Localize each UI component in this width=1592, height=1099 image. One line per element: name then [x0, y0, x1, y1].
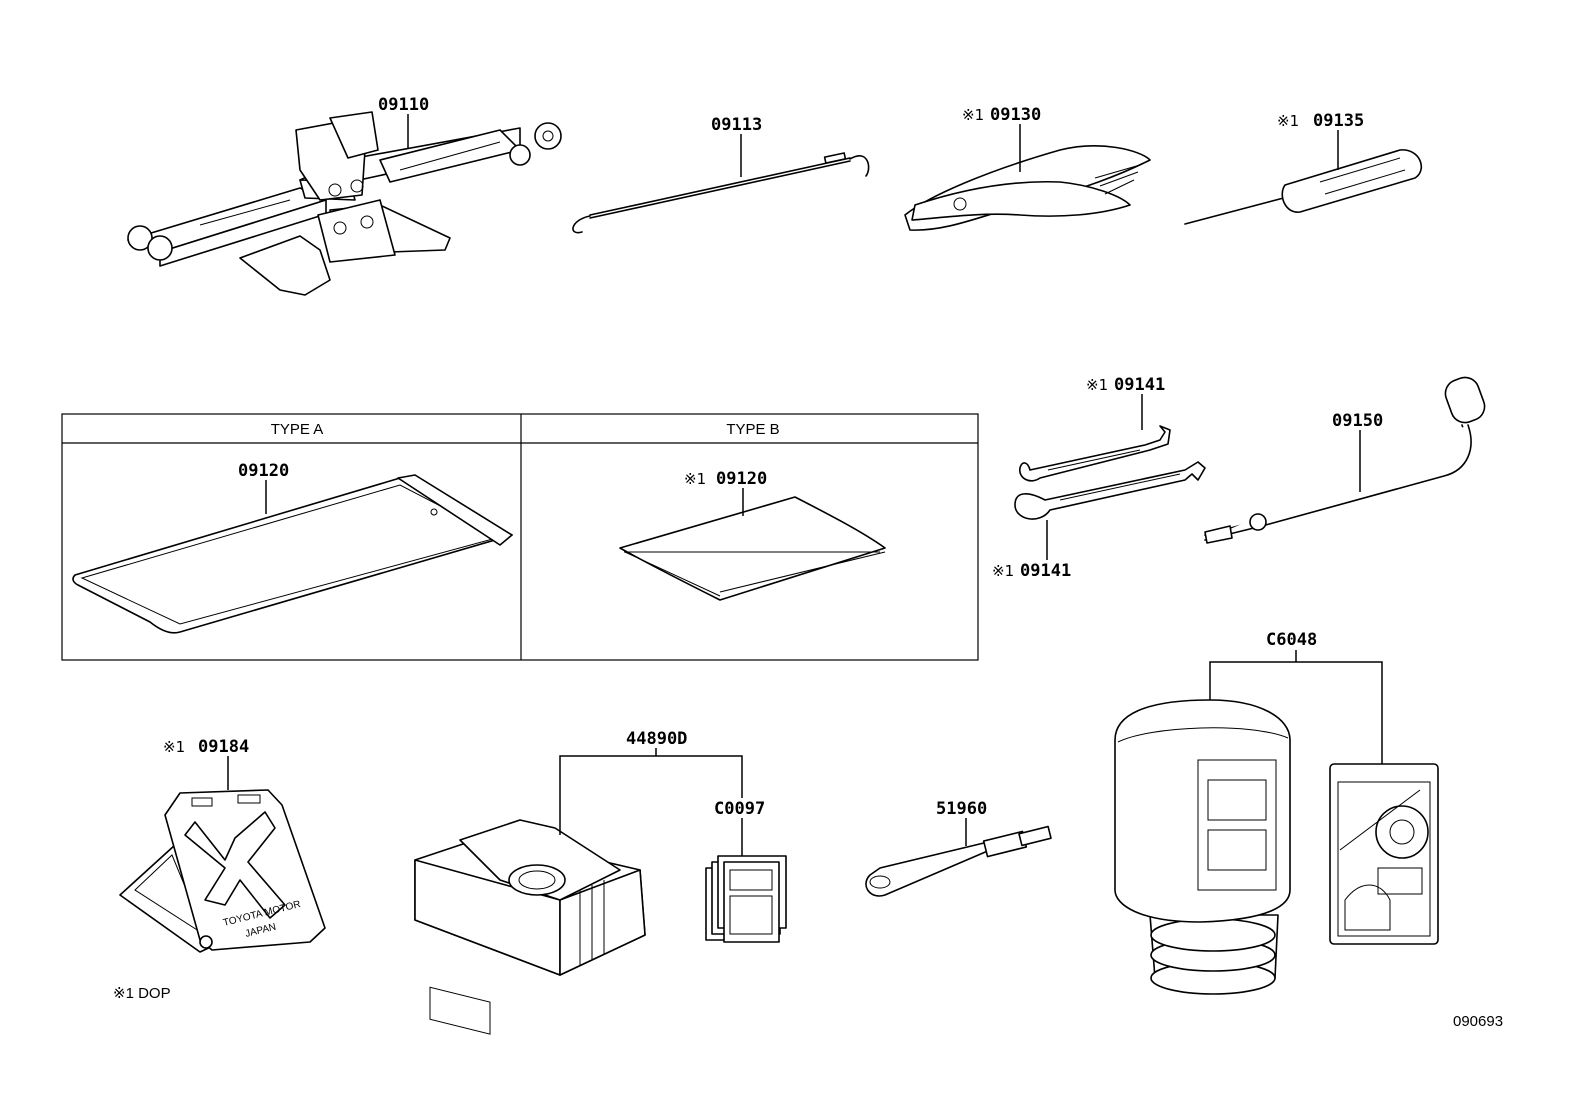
tool-bag-b-illustration: [619, 496, 886, 601]
pliers-illustration: [904, 145, 1151, 231]
screwdriver-illustration: [1184, 149, 1423, 225]
compressor-illustration: [414, 819, 646, 1035]
warning-plate-illustration: TOYOTA MOTOR JAPAN: [119, 789, 326, 953]
label-warning-plate: 09184: [198, 737, 249, 757]
label-screwdriver: 09135: [1313, 111, 1364, 131]
label-jack-handle: 09113: [711, 115, 762, 135]
jack-illustration: [127, 111, 562, 296]
mark-wrench-upper: ※1: [1086, 376, 1108, 394]
sealant-instruction-card-illustration: [1329, 763, 1439, 945]
tool-bag-a-illustration: [72, 474, 513, 634]
label-tool-bag-b: 09120: [716, 469, 767, 489]
hub-nut-wrench-illustration: [1204, 376, 1486, 544]
sealant-bottle-illustration: [1114, 699, 1291, 995]
diagram-code: 090693: [1453, 1013, 1503, 1030]
label-tow-hook: 51960: [936, 799, 987, 819]
label-wrench-upper: 09141: [1114, 375, 1165, 395]
header-type-b: TYPE B: [726, 421, 779, 438]
label-tool-bag-a: 09120: [238, 461, 289, 481]
jack-handle-illustration: [572, 152, 870, 234]
patch-set-illustration: [705, 855, 787, 943]
label-wrench-lower: 09141: [1020, 561, 1071, 581]
label-repair-kit-sub: C0097: [714, 799, 765, 819]
mark-warning-plate: ※1: [163, 738, 185, 756]
label-sealant-set: C6048: [1266, 630, 1317, 650]
wrenches-illustration: [1014, 425, 1206, 520]
mark-pliers: ※1: [962, 106, 984, 124]
tool-bag-table: [61, 413, 979, 661]
tow-hook-illustration: [865, 825, 1052, 897]
mark-screwdriver: ※1: [1277, 112, 1299, 130]
header-type-a: TYPE A: [271, 421, 324, 438]
label-repair-kit: 44890D: [626, 729, 687, 749]
mark-wrench-lower: ※1: [992, 562, 1014, 580]
mark-tool-bag-b: ※1: [684, 470, 706, 488]
label-pliers: 09130: [990, 105, 1041, 125]
footnote: ※1 DOP: [113, 985, 171, 1002]
label-hub-nut-wrench: 09150: [1332, 411, 1383, 431]
label-jack: 09110: [378, 95, 429, 115]
